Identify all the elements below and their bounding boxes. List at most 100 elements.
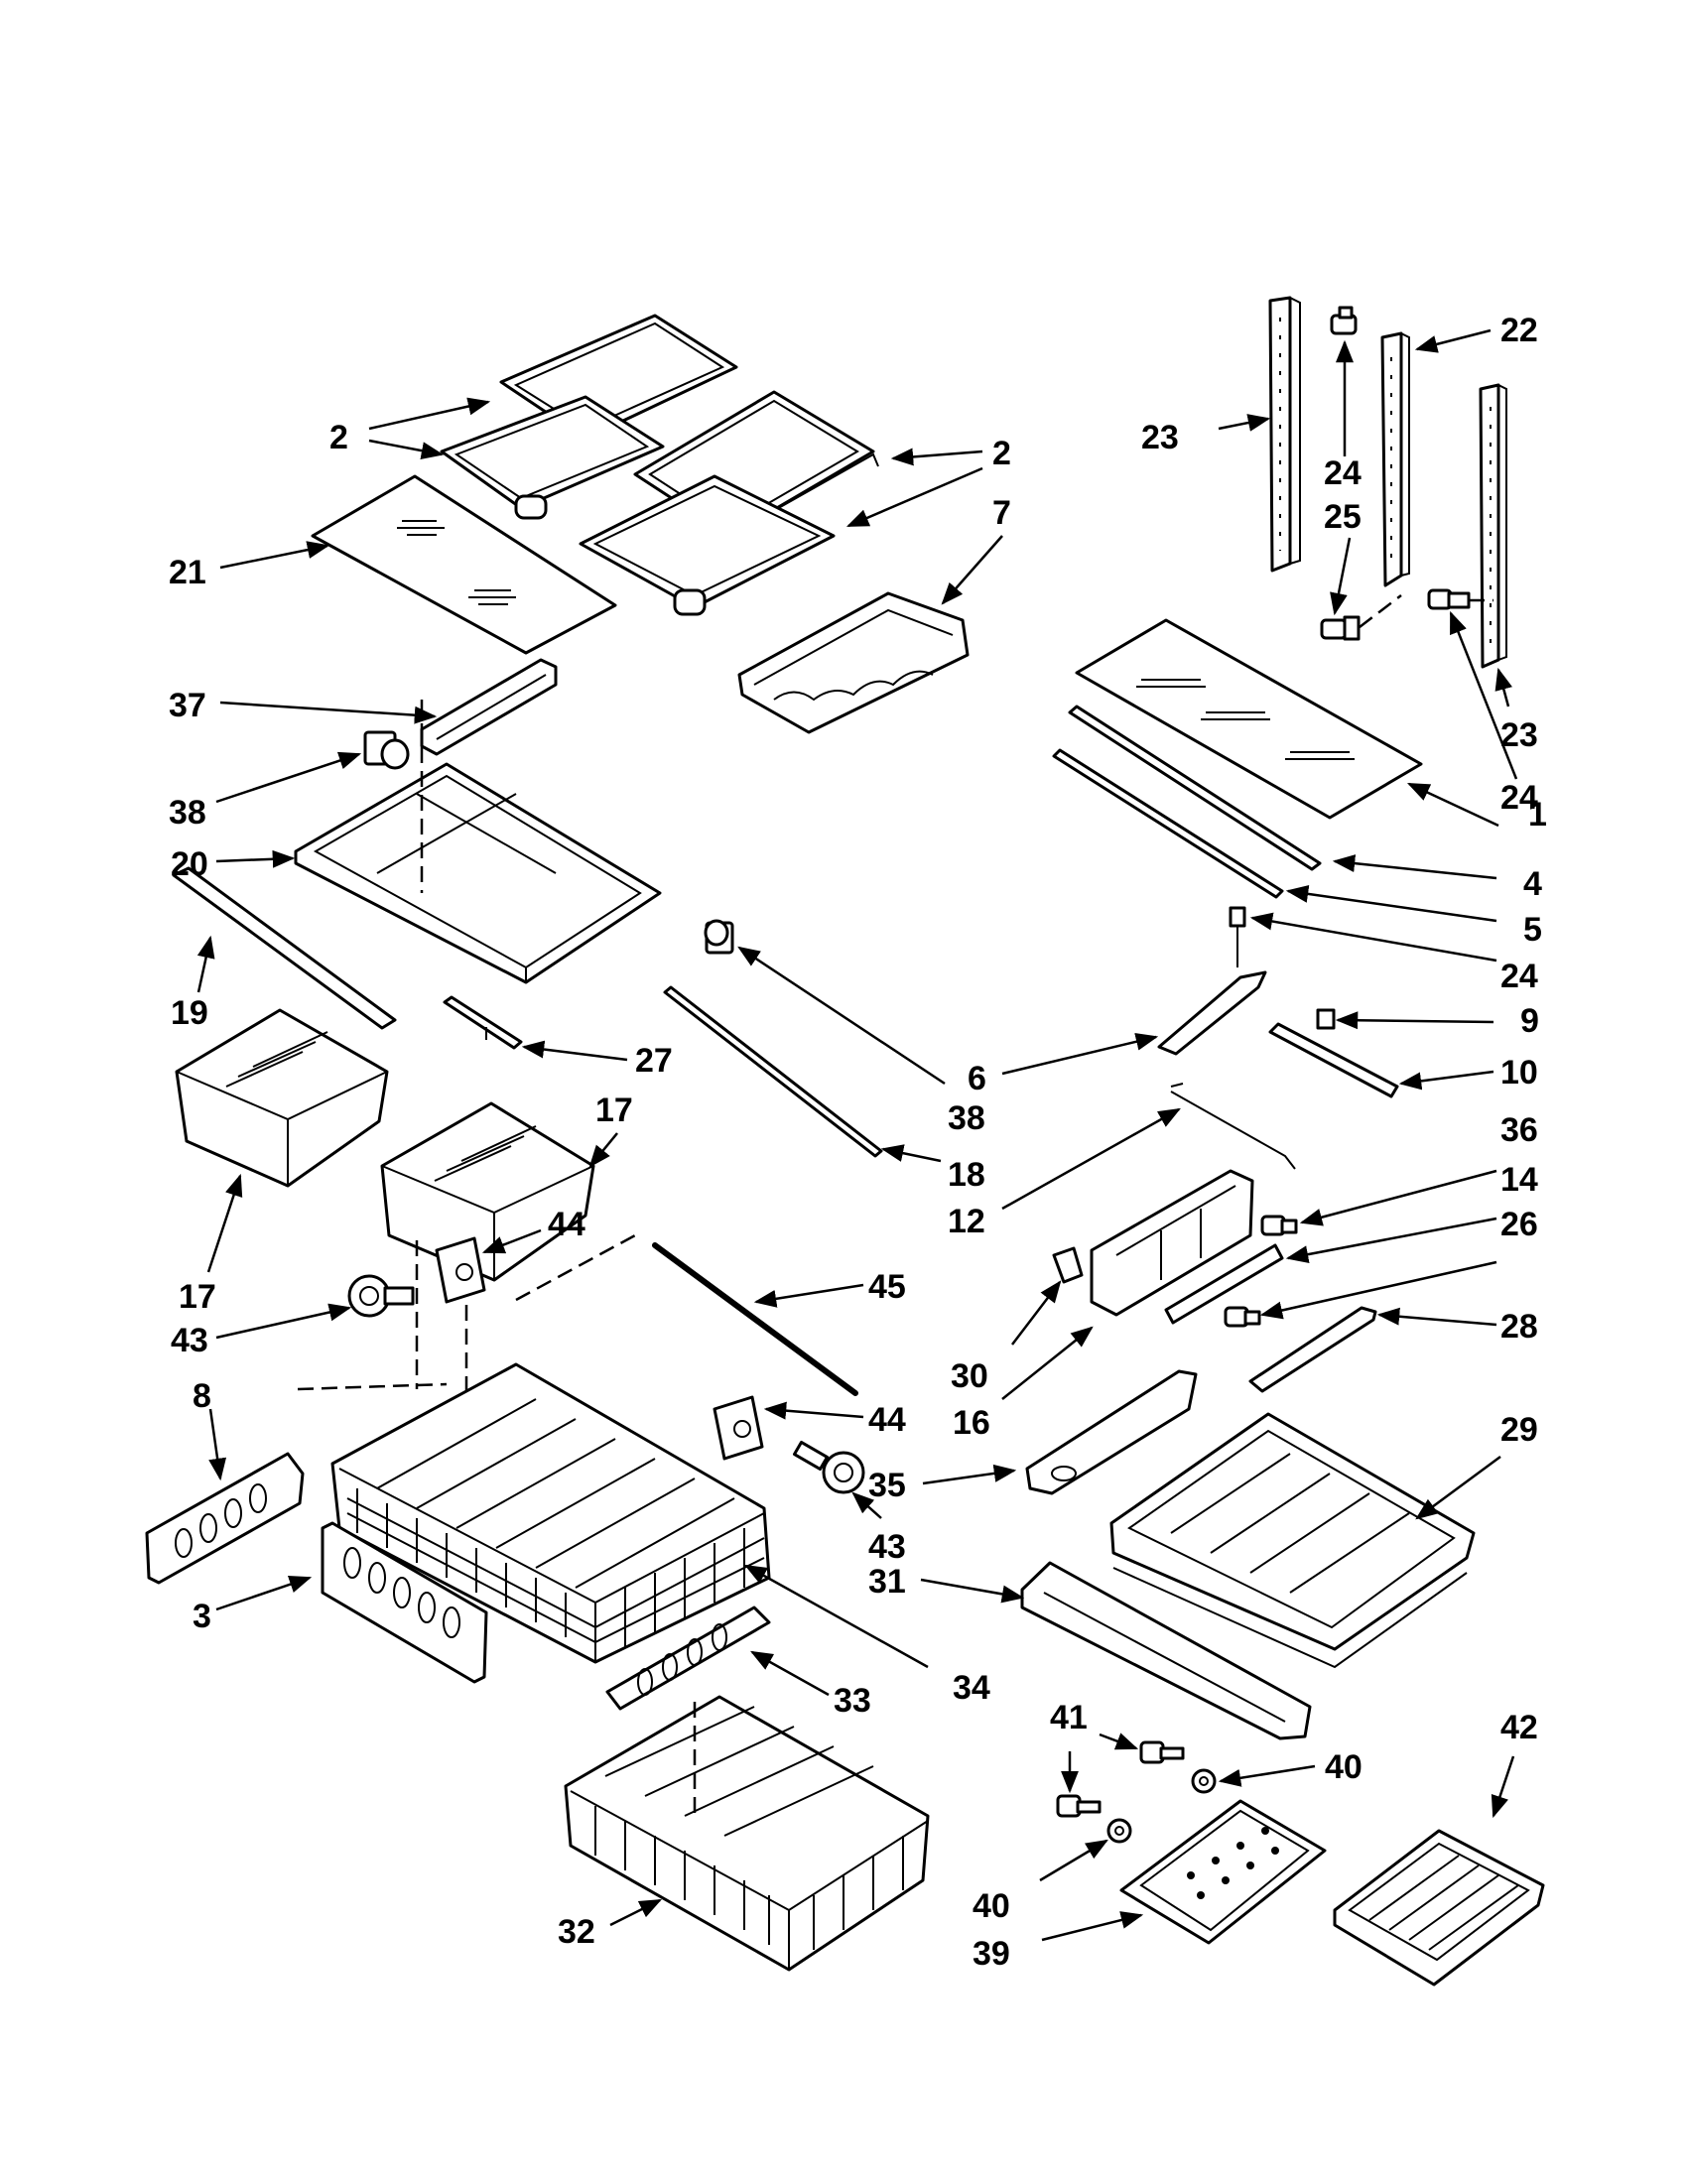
callout-9: 9	[1520, 1002, 1539, 1040]
rail-middle-drawing	[1380, 331, 1410, 587]
callout-18: 18	[948, 1156, 985, 1194]
front-panel-33-drawing	[605, 1606, 771, 1711]
part-35-drawing	[1025, 1369, 1198, 1495]
callout-33: 33	[834, 1682, 871, 1720]
screw-41-lower-drawing	[1056, 1794, 1102, 1818]
shelf-drawing-lower-left	[440, 395, 665, 520]
callout-44-upper: 44	[548, 1206, 585, 1243]
clip-38-upper-drawing	[363, 730, 410, 770]
callout-40-lower: 40	[973, 1887, 1010, 1925]
callout-4: 4	[1523, 865, 1542, 903]
callout-26: 26	[1500, 1206, 1538, 1243]
callout-6: 6	[968, 1060, 986, 1097]
callout-38-lower: 38	[948, 1099, 985, 1137]
wire-45-drawing	[652, 1242, 858, 1396]
callout-23-left: 23	[1141, 419, 1179, 456]
gear-43-right-drawing	[793, 1440, 865, 1494]
callout-7: 7	[992, 494, 1011, 532]
callout-17-right: 17	[595, 1092, 633, 1129]
screw-24-top-drawing	[1330, 306, 1358, 335]
screw-41-upper-drawing	[1139, 1740, 1185, 1764]
callout-28: 28	[1500, 1308, 1538, 1346]
front-panel-3-drawing	[321, 1521, 488, 1684]
rod-18-drawing	[663, 985, 883, 1158]
callout-3: 3	[193, 1598, 211, 1635]
callout-2-right: 2	[992, 435, 1011, 472]
callout-32: 32	[558, 1913, 595, 1951]
bracket-44-right-drawing	[713, 1395, 764, 1461]
clip-38-lower-drawing	[704, 919, 734, 955]
tray-29-drawing	[1109, 1412, 1476, 1669]
callout-43-lower: 43	[868, 1528, 906, 1566]
callout-42: 42	[1500, 1709, 1538, 1746]
part-10-drawing	[1268, 1022, 1399, 1098]
part-27-drawing	[443, 995, 523, 1050]
callout-30: 30	[951, 1357, 988, 1395]
callout-5: 5	[1523, 911, 1542, 949]
cover-6-drawing	[1157, 906, 1267, 1056]
ice-tray-42-drawing	[1333, 1829, 1545, 1987]
screw-24-right-drawing	[1427, 588, 1493, 610]
crisper-drawer-right-drawing	[380, 1101, 595, 1282]
rail-right-drawing	[1479, 383, 1507, 669]
leader-lines	[196, 328, 1518, 1942]
part-14-drawing	[1164, 1243, 1284, 1325]
screw-26-drawing	[1224, 1306, 1261, 1328]
callout-35: 35	[868, 1467, 906, 1504]
callout-27: 27	[635, 1042, 673, 1080]
washer-40-upper-drawing	[1191, 1768, 1217, 1794]
part-30-drawing	[1052, 1246, 1084, 1284]
ice-bin-39-drawing	[1119, 1799, 1327, 1945]
crisper-drawer-left-drawing	[175, 1008, 389, 1188]
front-panel-8-drawing	[145, 1452, 305, 1585]
callout-1: 1	[1528, 796, 1547, 834]
part-9-drawing	[1316, 1008, 1336, 1030]
part-28-drawing	[1248, 1306, 1377, 1393]
callout-41: 41	[1050, 1699, 1088, 1736]
rail-left-drawing	[1268, 296, 1301, 573]
callout-8: 8	[193, 1377, 211, 1415]
callout-44-lower: 44	[868, 1401, 906, 1439]
glass-shelf-left-drawing	[311, 474, 617, 655]
crisper-frame-drawing	[294, 700, 662, 984]
callout-39: 39	[973, 1935, 1010, 1973]
divider-37-drawing	[420, 658, 558, 756]
callout-10: 10	[1500, 1054, 1538, 1092]
callout-22: 22	[1500, 312, 1538, 349]
callout-2-left: 2	[329, 419, 348, 456]
callout-36: 36	[1500, 1111, 1538, 1149]
callout-23-right: 23	[1500, 716, 1538, 754]
part-31-drawing	[1020, 1561, 1312, 1740]
callout-14: 14	[1500, 1161, 1538, 1199]
trim-5-drawing	[1052, 748, 1284, 899]
callout-45: 45	[868, 1268, 906, 1306]
callout-38-upper: 38	[169, 794, 206, 832]
callout-16: 16	[953, 1404, 990, 1442]
bracket-44-left-drawing	[435, 1236, 486, 1304]
gear-43-left-drawing	[347, 1274, 415, 1318]
callout-24-top: 24	[1324, 454, 1362, 492]
callout-40-upper: 40	[1325, 1748, 1363, 1786]
callout-31: 31	[868, 1563, 906, 1601]
callout-20: 20	[171, 845, 208, 883]
housing-16-drawing	[1090, 1169, 1254, 1317]
callout-24-middle: 24	[1500, 958, 1538, 995]
trim-4-drawing	[1068, 705, 1322, 871]
screw-25-drawing	[1320, 594, 1402, 641]
alignment-line	[297, 1382, 448, 1391]
callout-12: 12	[948, 1203, 985, 1240]
callout-17-left: 17	[179, 1278, 216, 1316]
callout-43-upper: 43	[171, 1322, 208, 1359]
bin-drawing	[737, 591, 970, 734]
callout-19: 19	[171, 994, 208, 1032]
freezer-basket-lower-drawing	[564, 1695, 930, 1972]
screw-36-drawing	[1260, 1215, 1298, 1236]
callout-21: 21	[169, 554, 206, 591]
rail-19-drawing	[172, 866, 397, 1030]
glass-shelf-right-drawing	[1075, 618, 1423, 820]
shelf-drawing-lower-right	[579, 474, 836, 616]
callout-29: 29	[1500, 1411, 1538, 1449]
washer-40-lower-drawing	[1106, 1818, 1132, 1844]
callout-25: 25	[1324, 498, 1362, 536]
